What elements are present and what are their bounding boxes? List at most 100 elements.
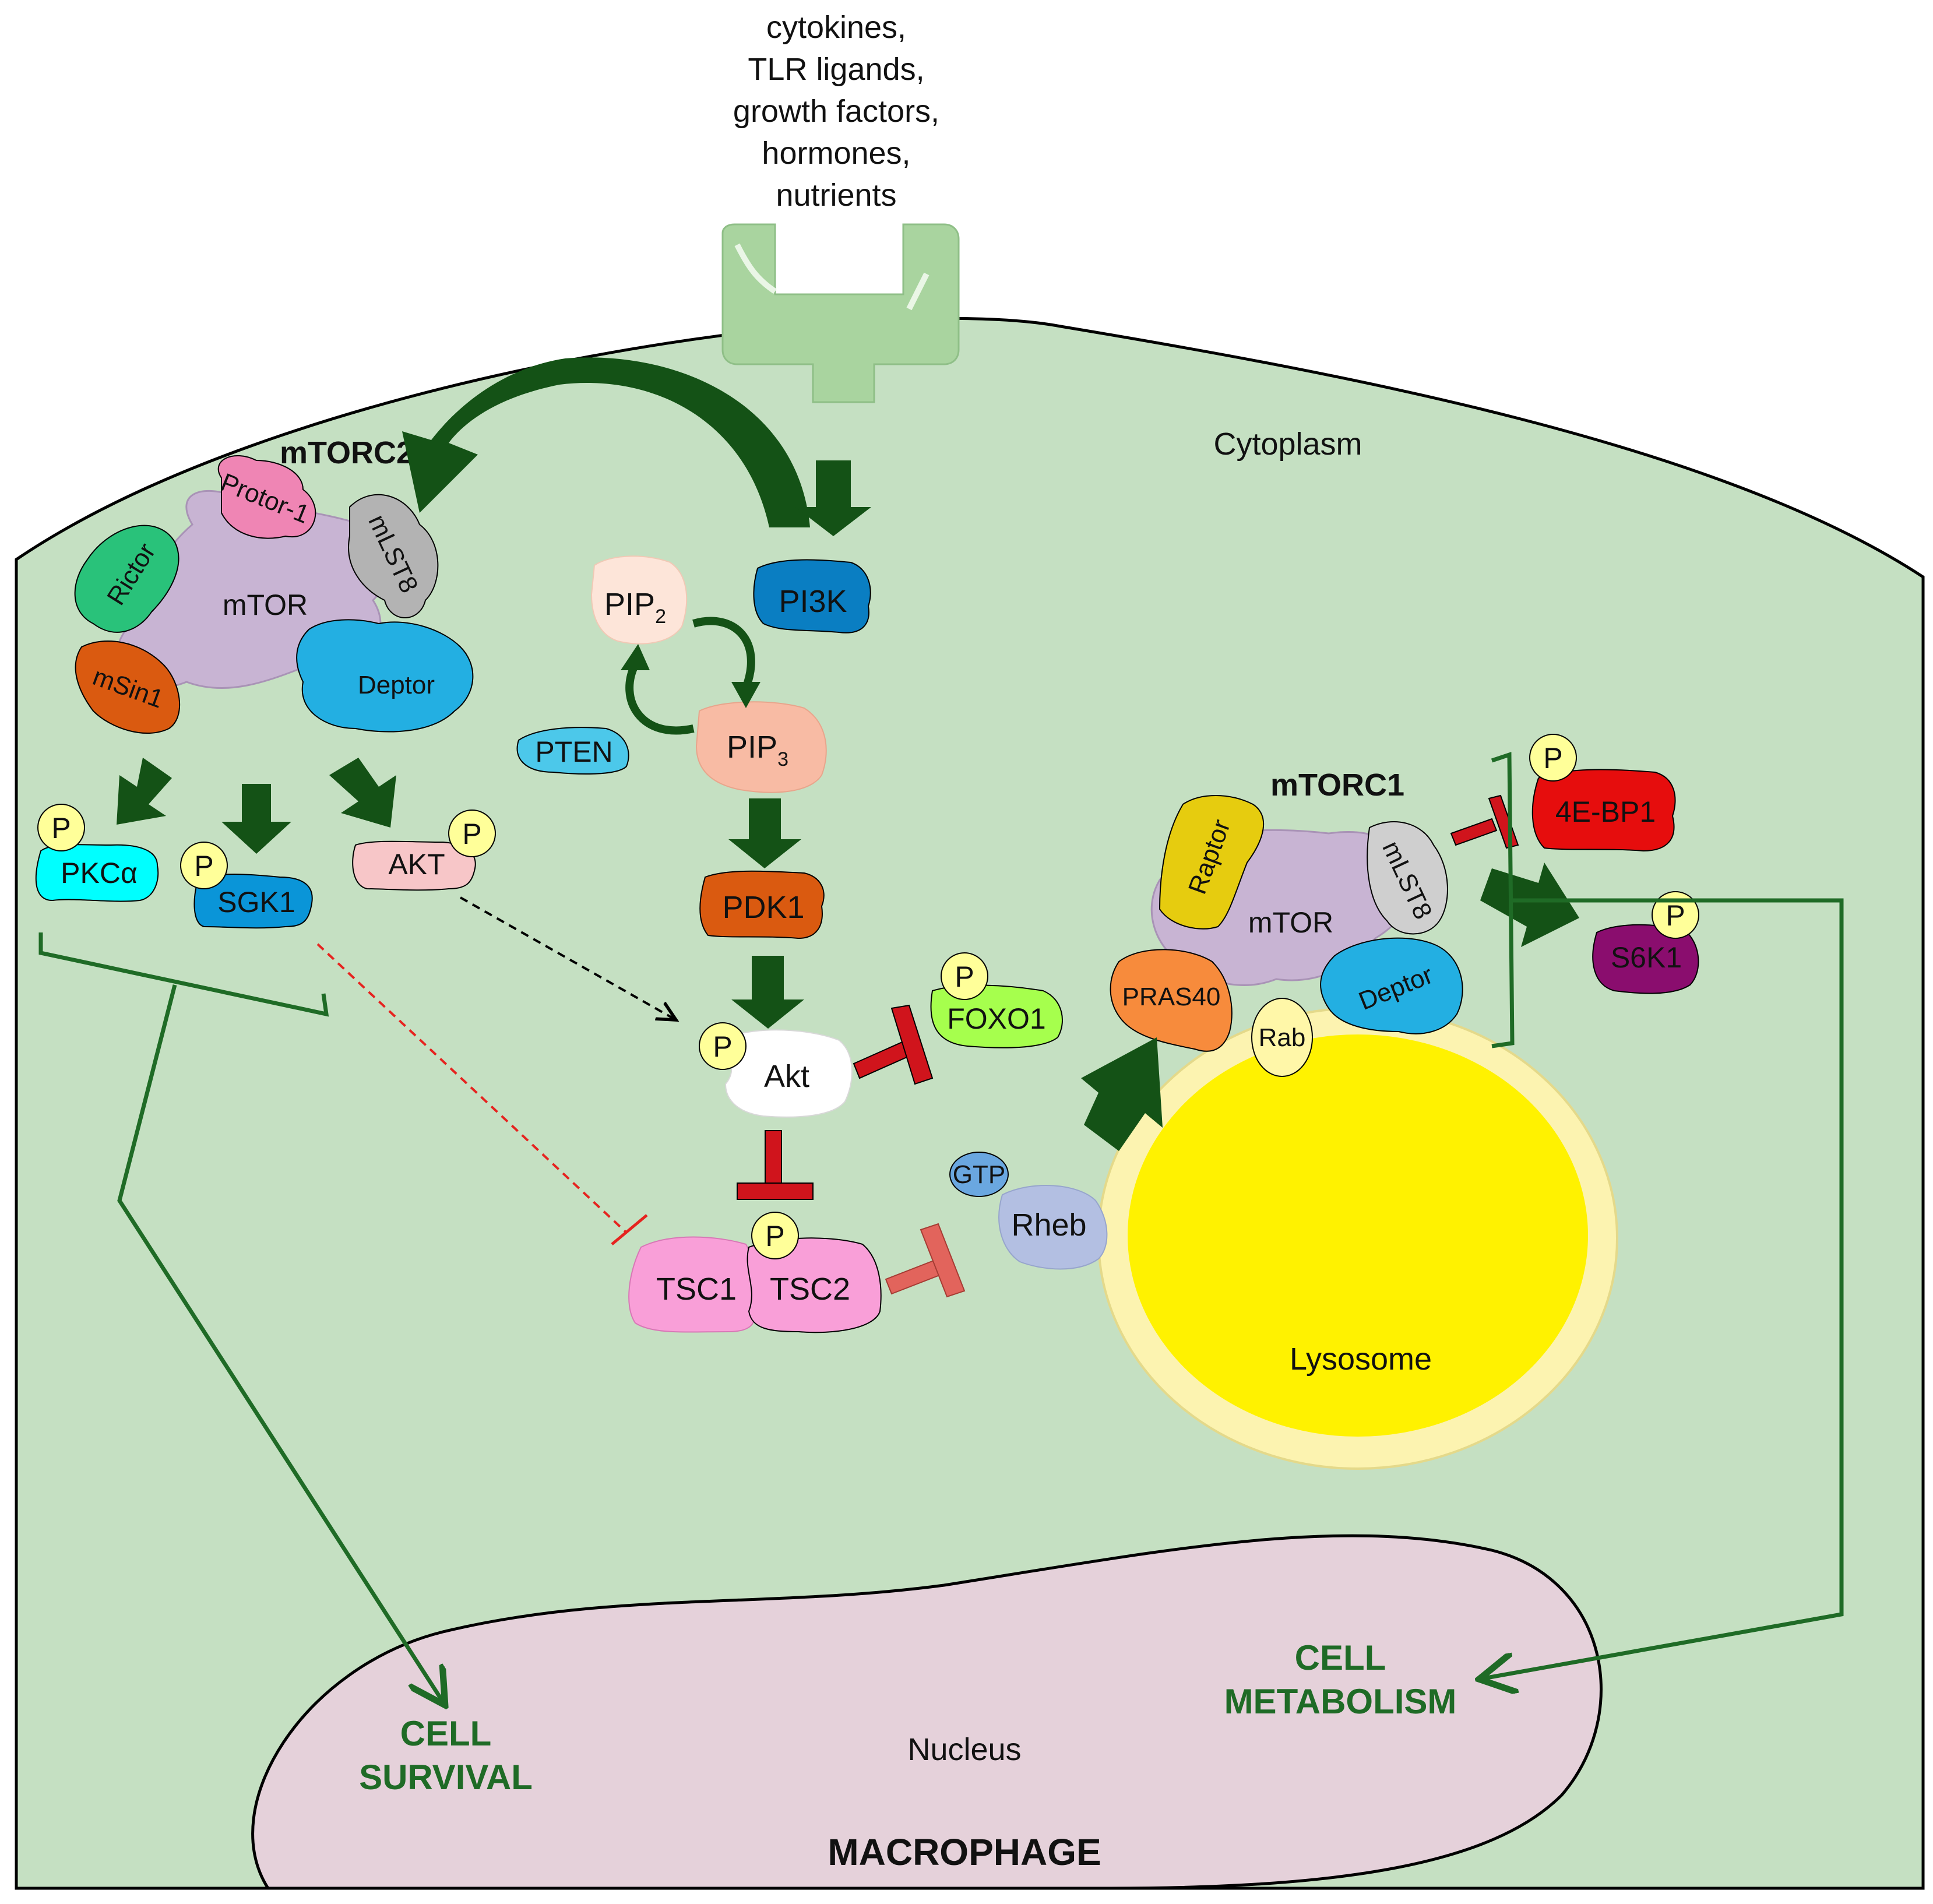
akt-protein[interactable] xyxy=(724,1029,853,1118)
pkca-label: PKCα xyxy=(61,857,138,889)
akt-phospho-label: P xyxy=(713,1030,732,1063)
rheb-protein[interactable] xyxy=(998,1184,1108,1270)
eif4ebp1-label: 4E-BP1 xyxy=(1555,796,1656,828)
mtorc2-targets-bracket xyxy=(38,932,329,1017)
sgk1-protein[interactable] xyxy=(193,874,313,929)
stimuli-line2: TLR ligands, xyxy=(748,52,924,87)
survival-label-line1: CELL xyxy=(400,1714,492,1753)
mtorc2-msin1 xyxy=(75,640,181,734)
stimuli-line4: hormones, xyxy=(762,136,910,171)
s6k1-label: S6K1 xyxy=(1611,941,1682,974)
pip3-lipid[interactable] xyxy=(695,701,827,793)
mtorc1-to-s6k1-arrow xyxy=(1480,863,1579,947)
mtorc2-mtor-label: mTOR xyxy=(223,589,308,621)
pi3k-protein[interactable] xyxy=(753,559,871,634)
tsc2-label: TSC2 xyxy=(770,1272,850,1307)
eif4ebp1-phospho xyxy=(1529,734,1577,782)
akt-target-phospho-label: P xyxy=(462,818,481,850)
survival-pathway-line xyxy=(117,984,443,1702)
tsc2-phospho xyxy=(751,1212,799,1259)
s6k1-phospho-label: P xyxy=(1666,899,1685,932)
tsc1-label: TSC1 xyxy=(656,1272,737,1307)
pdk1-label: PDK1 xyxy=(722,890,804,925)
stimuli-line3: growth factors, xyxy=(733,94,939,129)
pip2-label: PIP2 xyxy=(604,587,666,628)
pi3k-label: PI3K xyxy=(779,584,847,619)
pdk1-to-akt-arrow xyxy=(731,956,804,1029)
rab-protein xyxy=(1251,998,1313,1077)
mtorc2-to-sgk1-arrow xyxy=(221,784,291,854)
eif4ebp1-phospho-label: P xyxy=(1543,742,1562,775)
stimuli-line1: cytokines, xyxy=(766,10,906,45)
pdk1-protein[interactable] xyxy=(699,870,825,939)
metabolism-pathway-line xyxy=(1483,898,1844,1678)
mtorc2-mlst8 xyxy=(348,494,439,618)
mtorc1-mlst8 xyxy=(1367,821,1448,935)
s6k1-phospho xyxy=(1652,891,1699,939)
pip2-base: PIP xyxy=(604,587,655,622)
mtorc1-deptor xyxy=(1320,937,1463,1034)
mtorc2-to-pkca-arrow xyxy=(117,758,172,825)
tsc1-protein[interactable] xyxy=(628,1236,756,1333)
pip2-to-pip3-arrow xyxy=(692,617,755,689)
pip3-to-pip2-arrowhead xyxy=(621,644,650,670)
akt-inhibits-foxo1 xyxy=(853,1004,934,1085)
stimuli-line5: nutrients xyxy=(776,178,896,213)
akt-target-protein[interactable] xyxy=(352,840,476,891)
pip2-lipid[interactable] xyxy=(590,555,688,645)
pip3-base: PIP xyxy=(727,730,777,765)
mtorc2-title: mTORC2 xyxy=(280,435,414,470)
pkca-phospho xyxy=(37,804,85,851)
pip2-to-pip3-arrowhead xyxy=(731,682,760,708)
eif4ebp1-protein[interactable] xyxy=(1531,769,1676,852)
foxo1-label: FOXO1 xyxy=(947,1002,1045,1035)
membrane-receptor xyxy=(721,223,960,403)
mtorc2-protor xyxy=(217,455,316,539)
sgk1-phospho xyxy=(180,842,228,889)
tsc2-inhibits-rheb xyxy=(885,1223,966,1298)
foxo1-protein[interactable] xyxy=(930,984,1063,1048)
pip3-label: PIP3 xyxy=(727,730,788,770)
pip3-to-pip2-arrow xyxy=(625,662,695,735)
mtorc1-mtor-label: mTOR xyxy=(1248,906,1333,939)
sgk1-label: SGK1 xyxy=(217,886,295,918)
rheb-label: Rheb xyxy=(1011,1208,1086,1243)
sgk1-inhibits-tsc2-dashed xyxy=(316,943,648,1245)
pkca-phospho-label: P xyxy=(51,812,71,844)
lysosome-label: Lysosome xyxy=(1290,1342,1432,1377)
rab-label: Rab xyxy=(1259,1023,1306,1052)
pten-label: PTEN xyxy=(535,735,612,768)
gtp-molecule xyxy=(949,1152,1009,1197)
lysosome-inner xyxy=(1128,1034,1588,1437)
akt-target-label: AKT xyxy=(388,848,445,881)
tsc2-protein[interactable] xyxy=(747,1237,882,1333)
akt-target-phospho xyxy=(448,810,496,857)
foxo1-phospho xyxy=(941,952,988,1000)
mtorc1-pras40 xyxy=(1110,949,1233,1052)
receptor-to-pi3k-arrow xyxy=(795,460,871,536)
akt-label: Akt xyxy=(764,1059,809,1094)
akt-phospho xyxy=(699,1022,747,1070)
sgk1-phospho-label: P xyxy=(194,850,213,882)
mtorc2-deptor xyxy=(296,619,474,733)
mtorc2-deptor-label: Deptor xyxy=(358,671,435,699)
pip3-to-pdk1-arrow xyxy=(728,798,801,868)
akt-inhibits-tsc2 xyxy=(737,1130,814,1200)
mtorc1-targets-bracket xyxy=(1491,752,1515,1048)
pip2-subscript: 2 xyxy=(655,606,666,628)
tsc2-phospho-label: P xyxy=(765,1220,784,1252)
metabolism-label-line1: CELL xyxy=(1295,1638,1386,1677)
gtp-label: GTP xyxy=(953,1160,1005,1189)
cell-type-label: MACROPHAGE xyxy=(828,1831,1101,1873)
nucleus-label: Nucleus xyxy=(907,1732,1021,1767)
mtorc1-raptor xyxy=(1159,795,1265,930)
rheb-to-mtorc1-arrow xyxy=(1081,1037,1163,1151)
cytoplasm-label: Cytoplasm xyxy=(1213,427,1362,462)
mtorc2-rictor xyxy=(74,525,179,633)
mtorc2-to-akt-arrow xyxy=(329,758,396,828)
cytoplasm-region xyxy=(15,316,1925,1890)
pkca-protein[interactable] xyxy=(35,844,159,902)
pten-protein[interactable] xyxy=(516,727,629,775)
pip3-subscript: 3 xyxy=(777,748,788,770)
